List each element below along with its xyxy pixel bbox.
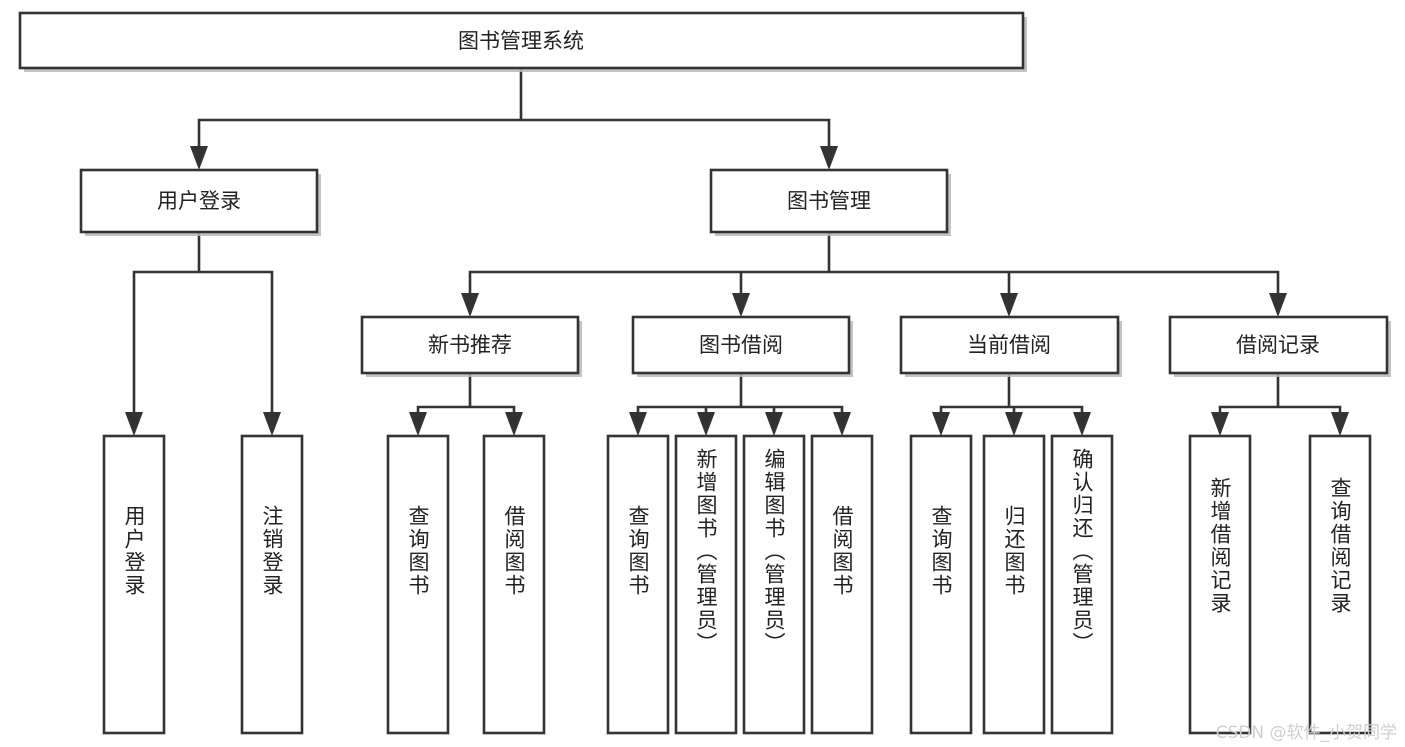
user-login-label: 用户登录 [157, 189, 241, 213]
leaf-logout-label: 注销登录 [260, 505, 284, 597]
arrowhead-book-manage [820, 146, 838, 170]
node-leaf-borrow-book-2[interactable]: 借阅图书 [810, 434, 874, 735]
book-borrow-rect [631, 315, 851, 375]
arrowhead-borrow-record [1269, 293, 1287, 317]
leaf-borrow-book-1-label: 借阅图书 [502, 505, 526, 597]
new-book-rec-label: 新书推荐 [428, 333, 512, 357]
link-borrow-record-bus [1218, 371, 1342, 416]
leaf-add-book-label: 新增图书（管理员） [694, 448, 718, 655]
book-manage-label: 图书管理 [787, 189, 871, 213]
leaf-borrow-book-2-label: 借阅图书 [830, 505, 854, 597]
node-book-manage[interactable]: 图书管理 [709, 168, 951, 236]
arrowhead-leaf-borrow-book-1 [505, 412, 523, 436]
node-leaf-query-book-2[interactable]: 查询图书 [606, 434, 670, 735]
arrowhead-leaf-add-book [697, 412, 715, 436]
node-current-borrow[interactable]: 当前借阅 [899, 315, 1122, 377]
link-root-to-bus [197, 66, 831, 150]
link-book-manage-bus [468, 230, 1280, 297]
node-leaf-edit-book[interactable]: 编辑图书（管理员） [742, 434, 806, 735]
leaf-query-book-2-label: 查询图书 [626, 505, 650, 597]
node-book-borrow[interactable]: 图书借阅 [631, 315, 853, 377]
user-login-rect [79, 168, 319, 234]
arrowhead-leaf-query-record [1331, 412, 1349, 436]
arrowhead-leaf-edit-book [765, 412, 783, 436]
node-leaf-add-record[interactable]: 新增借阅记录 [1188, 434, 1252, 735]
leaf-add-record-rect [1188, 434, 1252, 735]
node-leaf-query-record[interactable]: 查询借阅记录 [1308, 434, 1372, 735]
connector-layer [125, 66, 1349, 436]
leaf-edit-book-label: 编辑图书（管理员） [762, 448, 786, 655]
borrow-record-label: 借阅记录 [1236, 333, 1320, 357]
node-leaf-return-book[interactable]: 归还图书 [982, 434, 1046, 735]
new-book-rec-rect [360, 315, 580, 375]
leaf-query-book-3-label: 查询图书 [929, 505, 953, 597]
leaf-query-book-2-rect [606, 434, 670, 735]
arrowhead-current-borrow [1000, 293, 1018, 317]
book-manage-rect [709, 168, 949, 234]
csdn-watermark: CSDN @软件_小贺同学 [1215, 723, 1397, 743]
arrowhead-leaf-add-record [1211, 412, 1229, 436]
node-leaf-query-book-1[interactable]: 查询图书 [386, 434, 450, 735]
arrowhead-new-book-rec [461, 293, 479, 317]
root-label: 图书管理系统 [458, 29, 584, 53]
leaf-user-login-rect [102, 434, 166, 735]
arrowhead-leaf-query-book-1 [409, 412, 427, 436]
node-leaf-user-login[interactable]: 用户登录 [102, 434, 166, 735]
link-user-login-bus [132, 230, 274, 416]
current-borrow-label: 当前借阅 [967, 333, 1051, 357]
leaf-edit-book-rect [742, 434, 806, 735]
leaf-confirm-return-label: 确认归还（管理员） [1070, 448, 1094, 655]
leaf-add-book-rect [674, 434, 738, 735]
node-leaf-add-book[interactable]: 新增图书（管理员） [674, 434, 738, 735]
node-user-login[interactable]: 用户登录 [79, 168, 321, 236]
leaf-user-login-label: 用户登录 [122, 505, 146, 597]
arrowhead-book-borrow [732, 293, 750, 317]
leaf-return-book-label: 归还图书 [1002, 505, 1026, 597]
node-leaf-logout[interactable]: 注销登录 [240, 434, 304, 735]
link-current-borrow-bus [939, 371, 1084, 416]
leaf-borrow-book-1-rect [482, 434, 546, 735]
node-leaf-confirm-return[interactable]: 确认归还（管理员） [1050, 434, 1114, 735]
arrowhead-leaf-user-login [125, 412, 143, 436]
leaf-add-record-label: 新增借阅记录 [1208, 477, 1232, 615]
leaf-return-book-rect [982, 434, 1046, 735]
arrowhead-leaf-logout [263, 412, 281, 436]
leaf-query-record-label: 查询借阅记录 [1328, 477, 1352, 615]
leaf-query-record-rect [1308, 434, 1372, 735]
arrowhead-leaf-query-book-3 [932, 412, 950, 436]
arrowhead-leaf-return-book [1005, 412, 1023, 436]
arrowhead-leaf-borrow-book-2 [833, 412, 851, 436]
arrowhead-leaf-confirm-return [1073, 412, 1091, 436]
node-leaf-query-book-3[interactable]: 查询图书 [909, 434, 973, 735]
borrow-record-rect [1168, 315, 1389, 375]
leaf-nodes-layer: 用户登录 注销登录 查询图书 借阅图书 查询图书 新增图书（管理员） 编辑图书（… [102, 434, 1372, 735]
current-borrow-rect [899, 315, 1120, 375]
leaf-query-book-1-rect [386, 434, 450, 735]
node-leaf-borrow-book-1[interactable]: 借阅图书 [482, 434, 546, 735]
arrowhead-leaf-query-book-2 [629, 412, 647, 436]
leaf-logout-rect [240, 434, 304, 735]
book-borrow-label: 图书借阅 [699, 333, 783, 357]
leaf-query-book-3-rect [909, 434, 973, 735]
node-new-book-rec[interactable]: 新书推荐 [360, 315, 582, 377]
leaf-confirm-return-rect [1050, 434, 1114, 735]
node-borrow-record[interactable]: 借阅记录 [1168, 315, 1391, 377]
link-book-borrow-bus [636, 371, 844, 416]
root-rect [18, 11, 1025, 70]
leaf-borrow-book-2-rect [810, 434, 874, 735]
leaf-query-book-1-label: 查询图书 [406, 505, 430, 597]
arrowhead-user-login [190, 146, 208, 170]
node-root[interactable]: 图书管理系统 [18, 11, 1027, 72]
link-new-book-rec-bus [416, 371, 516, 416]
